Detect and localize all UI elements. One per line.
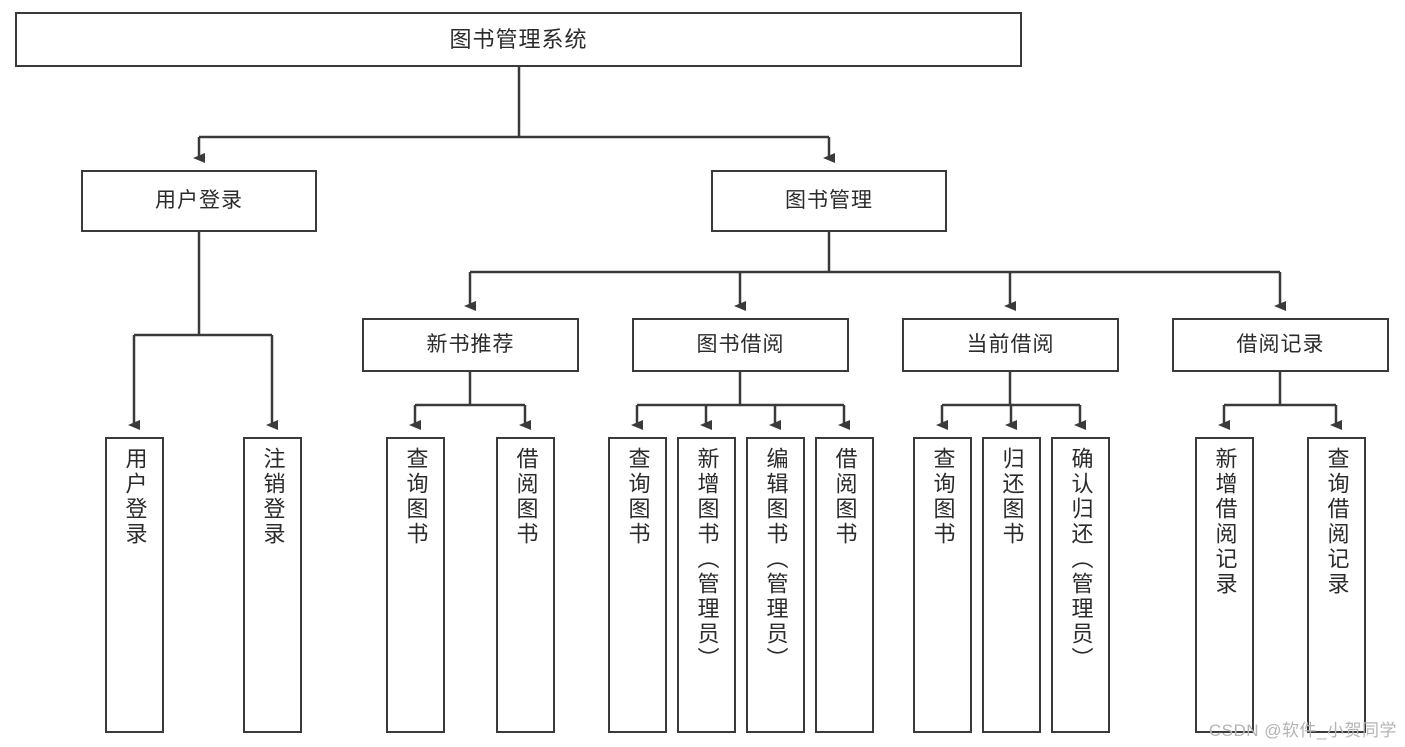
- node-label: 借阅图书: [513, 447, 539, 547]
- node-label: 新书推荐: [426, 332, 515, 356]
- node-label: 注销登录: [260, 447, 286, 547]
- node-borrow-record[interactable]: 借阅记录: [1172, 318, 1389, 372]
- node-label: 确认归还（管理员）: [1068, 447, 1094, 672]
- node-label: 借阅记录: [1236, 332, 1325, 356]
- node-label: 借阅图书: [832, 447, 858, 547]
- leaf-return-book[interactable]: 归还图书: [982, 437, 1041, 733]
- leaf-add-borrow-record[interactable]: 新增借阅记录: [1195, 437, 1254, 733]
- node-current-borrow[interactable]: 当前借阅: [902, 318, 1119, 372]
- node-label: 编辑图书（管理员）: [763, 447, 789, 672]
- leaf-query-book-borrow[interactable]: 查询图书: [608, 437, 667, 733]
- leaf-edit-book-admin[interactable]: 编辑图书（管理员）: [746, 437, 805, 733]
- leaf-borrow-book[interactable]: 借阅图书: [815, 437, 874, 733]
- leaf-user-login[interactable]: 用户登录: [105, 437, 164, 733]
- node-label: 归还图书: [999, 447, 1025, 547]
- leaf-logout[interactable]: 注销登录: [243, 437, 302, 733]
- node-book-borrow[interactable]: 图书借阅: [632, 318, 849, 372]
- leaf-query-book-recommend[interactable]: 查询图书: [386, 437, 445, 733]
- node-label: 新增图书（管理员）: [694, 447, 720, 672]
- node-label: 查询图书: [930, 447, 956, 547]
- leaf-add-book-admin[interactable]: 新增图书（管理员）: [677, 437, 736, 733]
- node-label: 查询图书: [625, 447, 651, 547]
- node-label: 查询借阅记录: [1324, 447, 1350, 597]
- node-book-management[interactable]: 图书管理: [711, 170, 947, 232]
- leaf-borrow-book-recommend[interactable]: 借阅图书: [496, 437, 555, 733]
- watermark: CSDN @软件_小贺同学: [1208, 721, 1397, 740]
- node-user-login[interactable]: 用户登录: [81, 170, 317, 232]
- leaf-query-book-current[interactable]: 查询图书: [913, 437, 972, 733]
- node-label: 新增借阅记录: [1212, 447, 1238, 597]
- node-label: 图书管理: [785, 188, 873, 212]
- leaf-query-borrow-record[interactable]: 查询借阅记录: [1307, 437, 1366, 733]
- node-label: 图书管理系统: [449, 26, 588, 52]
- node-new-book-recommend[interactable]: 新书推荐: [362, 318, 579, 372]
- node-label: 用户登录: [155, 188, 243, 212]
- node-label: 图书借阅: [696, 332, 785, 356]
- node-label: 用户登录: [122, 447, 148, 547]
- node-label: 当前借阅: [966, 332, 1055, 356]
- leaf-confirm-return-admin[interactable]: 确认归还（管理员）: [1051, 437, 1110, 733]
- node-root-system[interactable]: 图书管理系统: [15, 12, 1022, 67]
- node-label: 查询图书: [403, 447, 429, 547]
